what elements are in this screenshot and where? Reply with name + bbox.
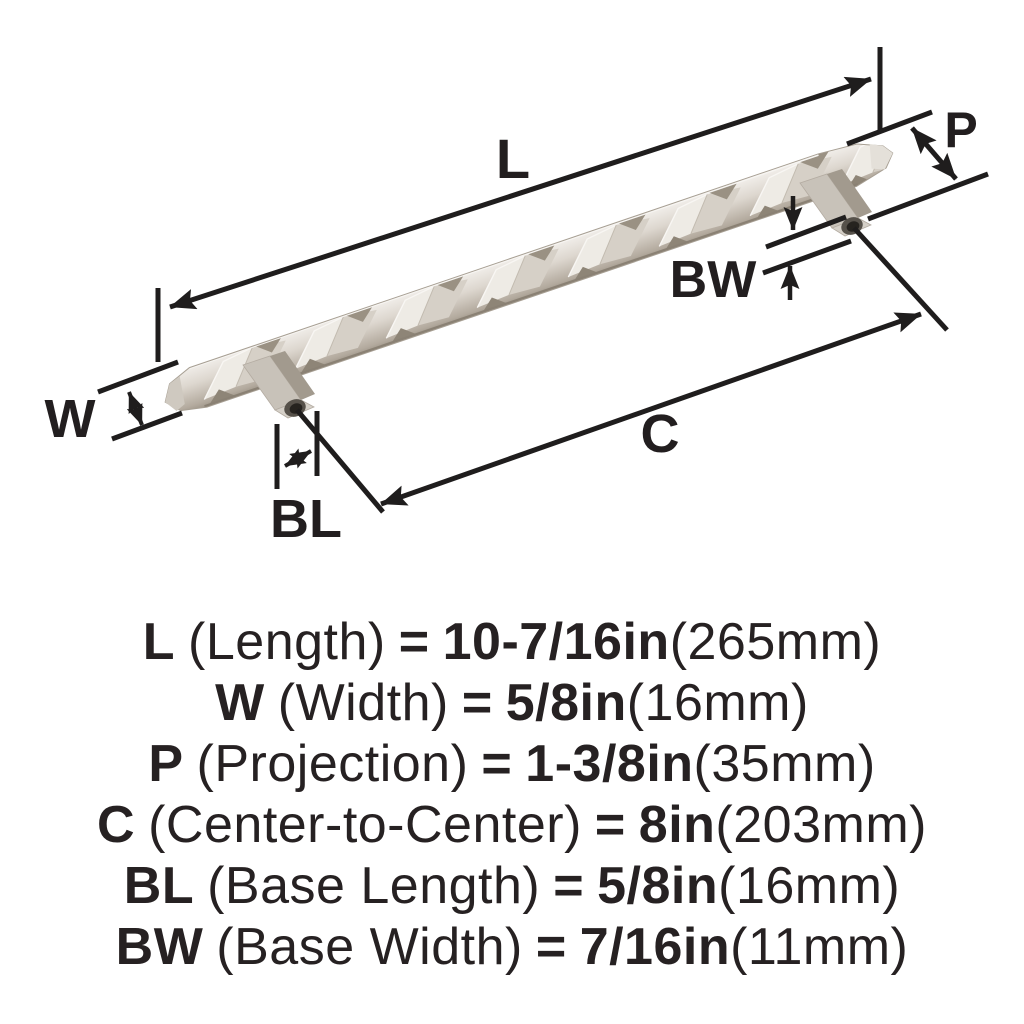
left-post-side-face [270, 351, 315, 400]
label-base-length: BL [270, 489, 342, 549]
c-left-leader [295, 408, 385, 514]
spec-mm-value: (265mm) [669, 613, 882, 671]
w-dimension-arrow [126, 391, 145, 426]
spec-equals: = [553, 857, 585, 915]
spec-inch-value: 5/8in [505, 674, 627, 732]
c-dimension-line [380, 311, 922, 507]
spec-list: L(Length)=10-7/16in(265mm) W(Width)=5/8i… [52, 612, 972, 978]
spec-inch-value: 10-7/16in [442, 613, 670, 671]
spec-mm-value: (35mm) [693, 735, 876, 793]
spec-name: (Base Width) [216, 918, 523, 976]
spec-mm-value: (11mm) [730, 918, 909, 976]
spec-row-width: W(Width)=5/8in(16mm) [52, 673, 972, 734]
spec-letter: L [142, 613, 176, 671]
label-width: W [45, 389, 96, 449]
label-projection: P [944, 102, 977, 158]
spec-inch-value: 7/16in [579, 918, 731, 976]
spec-row-base-length: BL(Base Length)=5/8in(16mm) [52, 856, 972, 917]
spec-row-center-to-center: C(Center-to-Center)=8in(203mm) [52, 795, 972, 856]
p-dimension-arrow [910, 126, 958, 181]
spec-letter: BL [123, 857, 195, 915]
spec-letter: P [148, 735, 184, 793]
bar-right-end-cap [869, 143, 893, 170]
p-upper-extension [846, 109, 933, 147]
dimension-lines [97, 47, 989, 514]
spec-letter: W [215, 674, 265, 732]
p-lower-extension [867, 171, 989, 222]
bar-left-end-cap [165, 376, 185, 411]
spec-mm-value: (16mm) [626, 674, 809, 732]
bar-outline [164, 143, 894, 412]
spec-equals: = [535, 918, 567, 976]
spec-equals: = [398, 613, 430, 671]
spec-row-base-width: BW(Base Width)=7/16in(11mm) [52, 917, 972, 978]
l-dimension-line [169, 76, 872, 310]
w-lower-extension [111, 410, 183, 442]
spec-name: (Projection) [196, 735, 469, 793]
spec-equals: = [481, 735, 513, 793]
c-right-leader [852, 226, 949, 332]
spec-row-projection: P(Projection)=1-3/8in(35mm) [52, 734, 972, 795]
spec-name: (Base Length) [207, 857, 541, 915]
spec-mm-value: (16mm) [718, 857, 901, 915]
w-upper-extension [97, 359, 179, 395]
spec-letter: BW [115, 918, 204, 976]
spec-name: (Width) [277, 674, 449, 732]
label-base-width: BW [670, 251, 758, 309]
spec-equals: = [594, 796, 626, 854]
label-length: L [496, 127, 530, 190]
bw-upper-extension [765, 214, 847, 250]
bl-dimension-arrow [284, 448, 312, 469]
spec-name: (Center-to-Center) [148, 796, 582, 854]
spec-letter: C [97, 796, 136, 854]
spec-inch-value: 8in [638, 796, 716, 854]
bw-lower-extension [762, 238, 852, 276]
spec-inch-value: 5/8in [597, 857, 719, 915]
spec-mm-value: (203mm) [715, 796, 927, 854]
label-center-to-center: C [641, 404, 680, 464]
spec-name: (Length) [188, 613, 386, 671]
spec-row-length: L(Length)=10-7/16in(265mm) [52, 612, 972, 673]
spec-equals: = [461, 674, 493, 732]
spec-inch-value: 1-3/8in [525, 735, 694, 793]
